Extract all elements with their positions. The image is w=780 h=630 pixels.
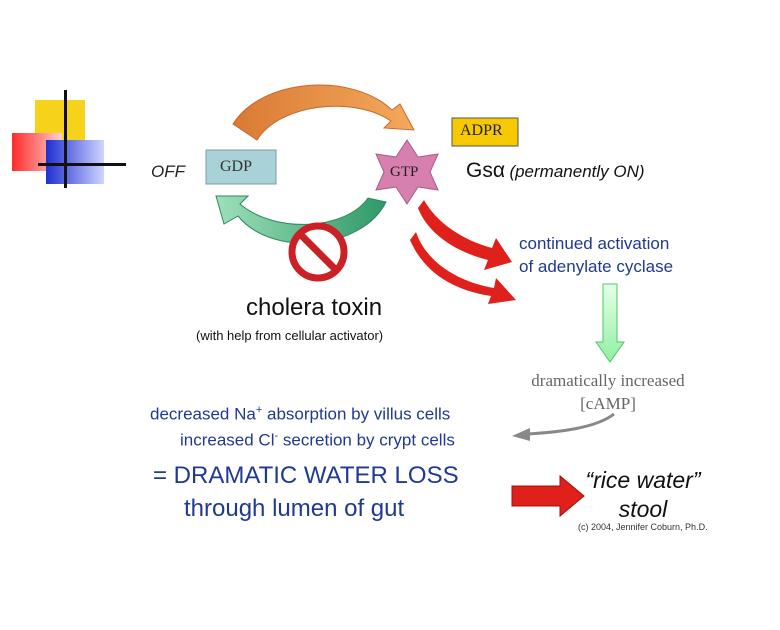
gtp-label: GTP (390, 164, 419, 180)
decor-vertical-line (64, 90, 67, 188)
orange-curved-arrow (232, 84, 415, 141)
stool-line-2: stool (618, 496, 668, 522)
adpr-box (451, 117, 519, 147)
grey-curved-arrow (527, 412, 615, 436)
decor-horizontal-line (38, 163, 126, 166)
activation-line-1: continued activation (519, 234, 670, 253)
gs-state: (permanently ON) (509, 162, 645, 181)
red-arrow-lower (410, 232, 516, 304)
red-straight-arrow (511, 474, 585, 518)
decor-blue-square (46, 140, 104, 184)
gdp-box (205, 149, 277, 185)
cl-superscript: - (274, 430, 279, 442)
camp-line-2: [cAMP] (580, 394, 636, 413)
activation-line-2: of adenylate cyclase (519, 257, 674, 276)
cl-prefix: increased Cl (180, 430, 275, 450)
cholera-toxin-label: cholera toxin (246, 294, 383, 321)
na-prefix: decreased Na (150, 404, 256, 424)
cholera-toxin-sub: (with help from cellular activator) (196, 328, 384, 343)
cl-suffix: secretion by crypt cells (278, 430, 455, 450)
light-green-down-arrow (595, 283, 625, 363)
camp-line-1: dramatically increased (531, 371, 685, 390)
stool-line-1: “rice water” (585, 467, 701, 493)
gtp-star (375, 139, 439, 205)
na-superscript: + (255, 404, 263, 416)
activation-text: continued activation of adenylate cyclas… (519, 232, 673, 278)
prohibition-icon (288, 222, 348, 282)
cl-secretion-text: increased Cl- secretion by crypt cells (180, 430, 455, 451)
water-loss-heading: = DRAMATIC WATER LOSS (153, 462, 459, 489)
na-suffix: absorption by villus cells (262, 404, 451, 424)
copyright-text: (c) 2004, Jennifer Coburn, Ph.D. (578, 522, 708, 532)
water-loss-sub: through lumen of gut (184, 495, 405, 522)
na-absorption-text: decreased Na+ absorption by villus cells (150, 404, 450, 425)
rice-water-stool: “rice water” stool (582, 466, 704, 524)
off-label: OFF (151, 162, 185, 181)
gdp-label: GDP (220, 158, 253, 175)
gs-alpha-label: Gsα (permanently ON) (466, 159, 645, 183)
red-arrow-upper (418, 200, 512, 270)
grey-arrow-head (512, 428, 530, 441)
adpr-label: ADPR (460, 122, 503, 139)
camp-text: dramatically increased [cAMP] (518, 369, 698, 415)
gs-symbol: Gsα (466, 159, 505, 182)
